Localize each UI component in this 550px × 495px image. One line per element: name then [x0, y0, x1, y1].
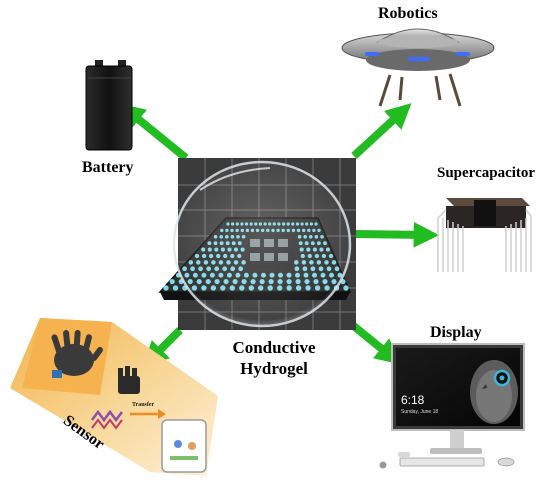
phone — [161, 419, 207, 473]
label-center: Conductive Hydrogel — [218, 337, 330, 379]
supercapacitor-image — [437, 198, 532, 272]
arrow-to-supercapacitor — [354, 221, 440, 248]
robot-hand — [118, 366, 140, 394]
arrow-to-display — [347, 319, 401, 365]
display-clock-time: 6:18 — [401, 393, 425, 407]
arrow-to-battery — [119, 103, 189, 162]
electrode-dot — [172, 285, 179, 291]
label-center-line1: Conductive — [232, 338, 316, 357]
label-display: Display — [430, 324, 482, 341]
arrows — [119, 103, 440, 368]
electrode-dot — [163, 285, 169, 291]
arrow-to-robotics — [351, 103, 412, 159]
hydrogel-image — [158, 158, 356, 330]
display-computer-image — [379, 343, 525, 469]
sensor-transfer-label: Transfer — [132, 402, 155, 408]
label-battery: Battery — [82, 159, 134, 176]
label-supercapacitor: Supercapacitor — [437, 165, 536, 181]
electrode-dot — [343, 285, 349, 291]
keyboard — [399, 457, 485, 467]
sensor-glove — [51, 330, 103, 378]
label-center-line2: Hydrogel — [240, 359, 308, 378]
battery-image — [85, 60, 133, 151]
robotics-ufo-image — [341, 28, 495, 107]
display-clock-date: Sunday, June 18 — [401, 409, 439, 415]
sensor-image — [10, 318, 218, 476]
electrode-dot — [169, 279, 175, 285]
label-robotics: Robotics — [378, 5, 438, 22]
